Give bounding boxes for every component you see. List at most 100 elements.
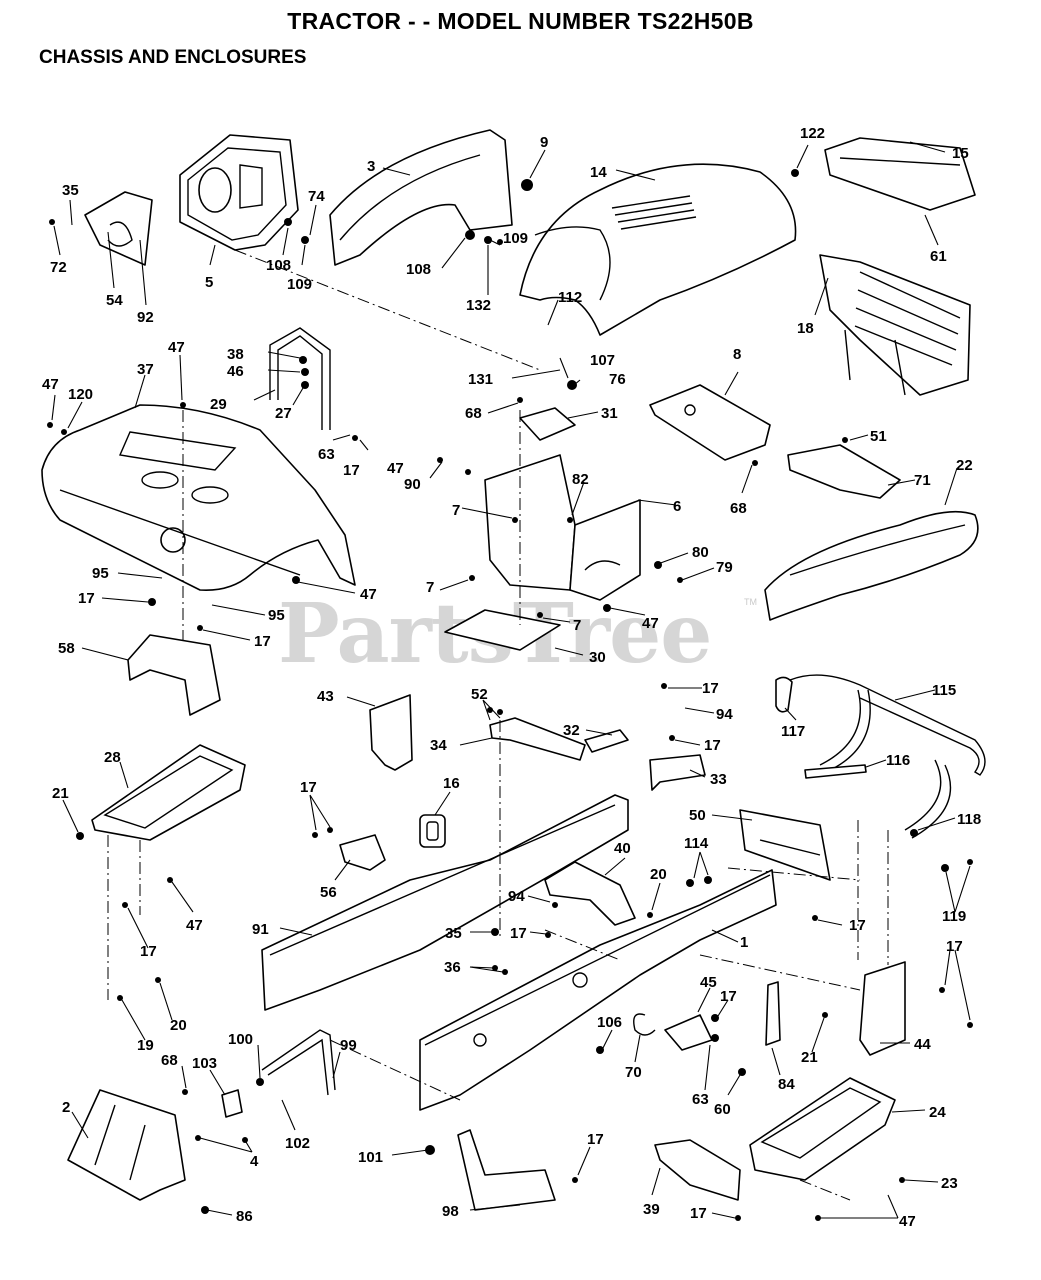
part-18-grille[interactable] <box>819 254 971 396</box>
callout-95-b[interactable]: 95 <box>268 607 285 624</box>
part-6-dash-tower[interactable] <box>484 454 641 601</box>
part-115-handle[interactable] <box>789 674 986 839</box>
part-15-grille-top[interactable] <box>824 137 976 211</box>
callout-72[interactable]: 72 <box>50 259 67 276</box>
callout-17-e[interactable]: 17 <box>704 737 721 754</box>
part-32-plate[interactable] <box>584 729 629 753</box>
callout-84[interactable]: 84 <box>778 1076 795 1093</box>
callout-35-top[interactable]: 35 <box>62 182 79 199</box>
callout-63-a[interactable]: 63 <box>318 446 335 463</box>
callout-98[interactable]: 98 <box>442 1203 459 1220</box>
callout-107[interactable]: 107 <box>590 352 615 369</box>
part-70-pin[interactable] <box>633 1013 656 1036</box>
callout-94-b[interactable]: 94 <box>508 888 525 905</box>
part-24-step[interactable] <box>749 1077 896 1181</box>
callout-109-left[interactable]: 109 <box>287 276 312 293</box>
callout-80[interactable]: 80 <box>692 544 709 561</box>
callout-21-b[interactable]: 21 <box>801 1049 818 1066</box>
callout-40[interactable]: 40 <box>614 840 631 857</box>
part-39-bracket[interactable] <box>654 1139 741 1201</box>
callout-44[interactable]: 44 <box>914 1036 931 1053</box>
part-116-rod[interactable] <box>804 764 867 779</box>
callout-7-c[interactable]: 7 <box>573 617 581 634</box>
part-117-cap[interactable] <box>775 676 793 713</box>
callout-103[interactable]: 103 <box>192 1055 217 1072</box>
part-71-brace[interactable] <box>787 444 901 499</box>
callout-17-f[interactable]: 17 <box>300 779 317 796</box>
part-30-floor-plate[interactable] <box>444 609 561 651</box>
callout-99[interactable]: 99 <box>340 1037 357 1054</box>
callout-114[interactable]: 114 <box>684 835 709 852</box>
callout-106[interactable]: 106 <box>597 1014 622 1031</box>
callout-46[interactable]: 46 <box>227 363 244 380</box>
callout-9[interactable]: 9 <box>540 134 548 151</box>
part-45-hitch[interactable] <box>664 1014 713 1051</box>
callout-17-j[interactable]: 17 <box>140 943 157 960</box>
part-43-bracket[interactable] <box>369 694 413 771</box>
callout-95-a[interactable]: 95 <box>92 565 109 582</box>
callout-30[interactable]: 30 <box>589 649 606 666</box>
callout-71[interactable]: 71 <box>914 472 931 489</box>
callout-21-a[interactable]: 21 <box>52 785 69 802</box>
callout-92[interactable]: 92 <box>137 309 154 326</box>
part-103-bracket[interactable] <box>221 1089 243 1118</box>
part-99-pedal-rod[interactable] <box>261 1029 336 1096</box>
part-22-front-bumper[interactable] <box>764 510 979 621</box>
callout-115[interactable]: 115 <box>932 682 956 699</box>
callout-4[interactable]: 4 <box>250 1153 259 1170</box>
callout-76[interactable]: 76 <box>609 371 626 388</box>
callout-7-b[interactable]: 7 <box>426 579 434 596</box>
callout-70[interactable]: 70 <box>625 1064 642 1081</box>
callout-117[interactable]: 117 <box>781 723 805 740</box>
callout-109-center[interactable]: 109 <box>503 230 528 247</box>
callout-101[interactable]: 101 <box>358 1149 383 1166</box>
callout-56[interactable]: 56 <box>320 884 337 901</box>
callout-17-i[interactable]: 17 <box>510 925 527 942</box>
callout-47-g[interactable]: 47 <box>899 1213 916 1230</box>
part-92-plate[interactable] <box>84 191 153 266</box>
callout-102[interactable]: 102 <box>285 1135 310 1152</box>
part-2-plate[interactable] <box>67 1089 186 1201</box>
part-98-bracket[interactable] <box>457 1129 556 1211</box>
part-40-bracket[interactable] <box>544 861 636 926</box>
callout-7-a[interactable]: 7 <box>452 502 460 519</box>
callout-33[interactable]: 33 <box>710 771 727 788</box>
callout-1[interactable]: 1 <box>740 934 748 951</box>
callout-17-a[interactable]: 17 <box>343 462 360 479</box>
callout-132[interactable]: 132 <box>466 297 491 314</box>
callout-120[interactable]: 120 <box>68 386 93 403</box>
callout-90[interactable]: 90 <box>404 476 421 493</box>
callout-47-e[interactable]: 47 <box>642 615 659 632</box>
callout-17-l[interactable]: 17 <box>587 1131 604 1148</box>
part-44-plate[interactable] <box>859 961 906 1056</box>
callout-131[interactable]: 131 <box>468 371 493 388</box>
callout-50[interactable]: 50 <box>689 807 706 824</box>
callout-68-c[interactable]: 68 <box>161 1052 178 1069</box>
callout-17-c[interactable]: 17 <box>254 633 271 650</box>
callout-118[interactable]: 118 <box>957 811 981 828</box>
callout-58[interactable]: 58 <box>58 640 75 657</box>
part-31-plate[interactable] <box>519 407 576 441</box>
callout-28[interactable]: 28 <box>104 749 121 766</box>
callout-8[interactable]: 8 <box>733 346 741 363</box>
callout-86[interactable]: 86 <box>236 1208 253 1225</box>
part-1-frame[interactable] <box>419 869 777 1111</box>
callout-94-a[interactable]: 94 <box>716 706 733 723</box>
callout-63-b[interactable]: 63 <box>692 1091 709 1108</box>
callout-5[interactable]: 5 <box>205 274 213 291</box>
callout-17-k[interactable]: 17 <box>720 988 737 1005</box>
callout-74[interactable]: 74 <box>308 188 325 205</box>
callout-116[interactable]: 116 <box>886 752 910 769</box>
callout-108-center[interactable]: 108 <box>406 261 431 278</box>
callout-23[interactable]: 23 <box>941 1175 958 1192</box>
callout-52[interactable]: 52 <box>471 686 488 703</box>
part-33-bracket[interactable] <box>649 754 706 791</box>
callout-122[interactable]: 122 <box>800 125 825 142</box>
callout-19[interactable]: 19 <box>137 1037 154 1054</box>
callout-17-d[interactable]: 17 <box>702 680 719 697</box>
part-28-step[interactable] <box>91 744 246 841</box>
callout-18[interactable]: 18 <box>797 320 814 337</box>
callout-47-a[interactable]: 47 <box>168 339 185 356</box>
callout-43[interactable]: 43 <box>317 688 334 705</box>
callout-16[interactable]: 16 <box>443 775 460 792</box>
